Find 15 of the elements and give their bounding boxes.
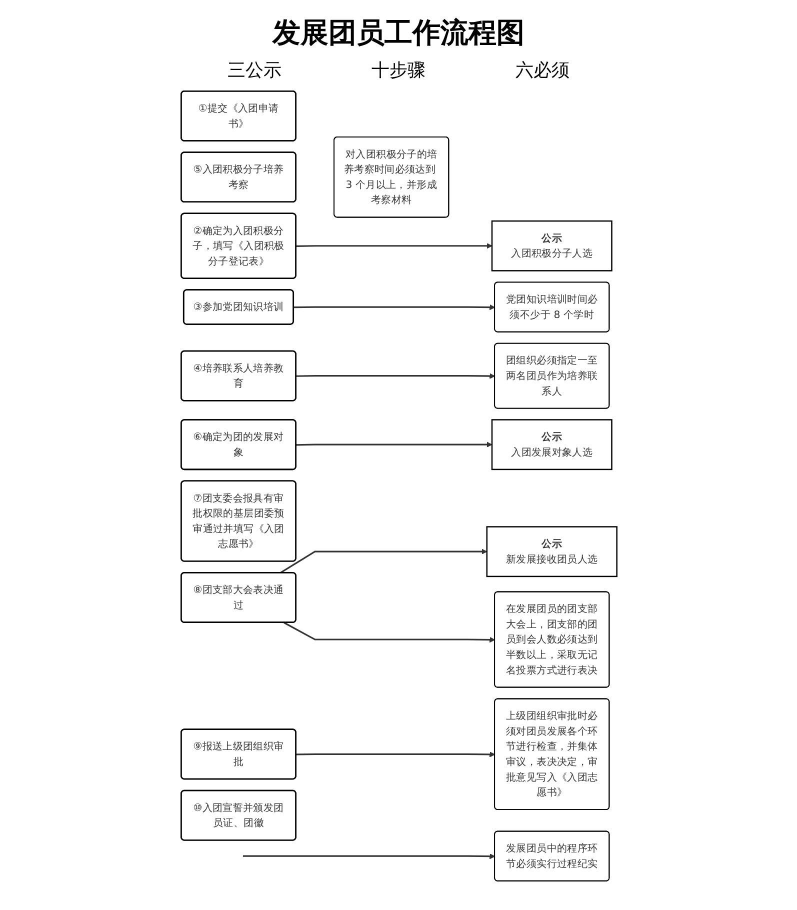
node-box: 公示 入团积极分子人选	[490, 220, 612, 272]
arrow	[296, 752, 495, 758]
arrow	[296, 442, 492, 448]
arrow	[283, 622, 495, 643]
column-heading: 三公示	[228, 59, 282, 82]
arrow	[293, 304, 495, 310]
diagram-title: 发展团员工作流程图	[271, 15, 526, 51]
column-heading: 十步骤	[372, 59, 426, 82]
arrow	[296, 243, 492, 249]
node-box: 公示 入团发展对象人选	[490, 419, 612, 470]
column-heading: 六必须	[516, 59, 570, 82]
arrow	[279, 548, 487, 574]
arrow	[296, 373, 495, 379]
arrow	[242, 854, 495, 860]
node-box: 公示 新发展接收团员人选	[486, 526, 617, 578]
